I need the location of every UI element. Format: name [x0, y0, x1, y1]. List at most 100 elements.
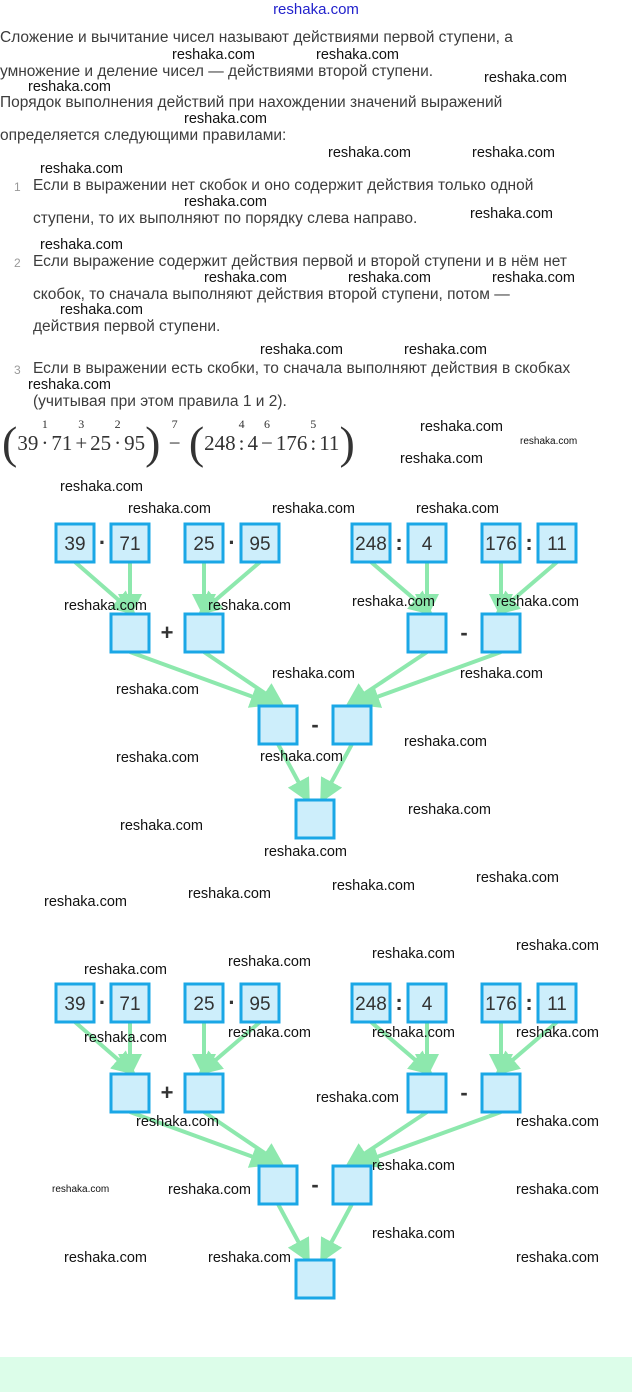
watermark: reshaka.com: [272, 666, 356, 682]
operator-sign: -: [460, 620, 467, 645]
box-value: 39: [64, 994, 85, 1015]
box-value: 25: [193, 994, 214, 1015]
number-box: [350, 522, 392, 564]
paren: ): [145, 417, 161, 468]
operator-sign: +: [161, 620, 174, 645]
arrow: [202, 650, 285, 707]
operand: 25: [90, 431, 112, 455]
watermark: reshaka.com: [420, 419, 504, 435]
box-value: 25: [193, 534, 214, 555]
rule-number: 3: [14, 363, 21, 377]
watermark: reshaka.com: [316, 1090, 400, 1106]
watermark: reshaka.com: [128, 501, 212, 517]
operator-sign: +: [161, 1080, 174, 1105]
rule-line: скобок, то сначала выполняют действия вт…: [33, 286, 510, 303]
number-box: [406, 982, 448, 1024]
operand: 11: [319, 431, 340, 455]
number-box: [536, 982, 578, 1024]
watermark: reshaka.com: [116, 750, 200, 766]
arrow: [494, 1020, 559, 1076]
arrow: [202, 1110, 285, 1167]
watermark: reshaka.com: [272, 501, 356, 517]
watermark: reshaka.com: [516, 1182, 600, 1198]
watermark: reshaka.com: [40, 237, 124, 253]
intro-line: умножение и деление чисел — действиями в…: [0, 63, 434, 80]
watermark: reshaka.com: [172, 47, 256, 63]
watermark: reshaka.com: [264, 844, 348, 860]
rule-line: Если в выражении есть скобки, то сначала…: [33, 360, 571, 377]
watermark: reshaka.com: [204, 270, 288, 286]
watermark: reshaka.com: [136, 1114, 220, 1130]
watermark: reshaka.com: [208, 598, 292, 614]
box-value: 71: [119, 994, 140, 1015]
operator: ·2: [114, 417, 122, 455]
number-box: [331, 704, 373, 746]
arrow: [129, 1110, 275, 1168]
number-box: [406, 612, 448, 654]
arrow: [355, 650, 502, 708]
paren: (: [2, 417, 18, 468]
arrow: [129, 650, 275, 708]
intro-line: Сложение и вычитание чисел называют дейс…: [0, 29, 513, 46]
order-number: 5: [310, 417, 317, 431]
number-box: [406, 522, 448, 564]
watermark: reshaka.com: [84, 1030, 168, 1046]
watermark: reshaka.com: [516, 1025, 600, 1041]
watermark: reshaka.com: [316, 47, 400, 63]
box-value: 95: [249, 534, 270, 555]
operator-sign: :: [395, 530, 402, 555]
number-box: [294, 1258, 336, 1300]
operand: 176: [275, 431, 308, 455]
watermark: reshaka.com: [372, 1226, 456, 1242]
arrow: [197, 560, 262, 616]
watermark: reshaka.com: [168, 1182, 252, 1198]
number-box: [183, 1072, 225, 1114]
operator-sign: ·: [228, 530, 235, 555]
rule-number: 1: [14, 180, 21, 194]
operator: +3: [75, 417, 88, 455]
watermark: reshaka.com: [52, 1184, 110, 1195]
arrow: [494, 560, 559, 616]
number-box: [54, 982, 96, 1024]
operator: :4: [238, 417, 245, 455]
arrow: [320, 743, 354, 804]
box-value: 95: [249, 994, 270, 1015]
operator-sign: -: [460, 1080, 467, 1105]
box-value: 4: [422, 994, 433, 1015]
watermark: reshaka.com: [520, 436, 578, 447]
number-box: [536, 522, 578, 564]
operator-sign: :: [525, 530, 532, 555]
number-box: [294, 798, 336, 840]
box-value: 176: [485, 994, 517, 1015]
operator: :5: [310, 417, 317, 455]
number-box: [109, 982, 151, 1024]
rule-line: ступени, то их выполняют по порядку слев…: [33, 210, 418, 227]
number-box: [331, 1164, 373, 1206]
operator-sign: :: [525, 990, 532, 1015]
rule-line: (учитывая при этом правила 1 и 2).: [33, 393, 287, 410]
rule-line: действия первой ступени.: [33, 318, 221, 335]
watermark: reshaka.com: [28, 377, 112, 393]
number-box: [480, 612, 522, 654]
operator: ·1: [41, 417, 49, 455]
order-number: 7: [171, 417, 178, 431]
watermark: reshaka.com: [228, 1025, 312, 1041]
order-number: 3: [78, 417, 85, 431]
operator-sign: -: [311, 1172, 318, 1197]
arrow: [276, 743, 310, 804]
watermark: reshaka.com: [372, 1158, 456, 1174]
order-number: 1: [41, 417, 48, 431]
number-box: [239, 522, 281, 564]
watermark: reshaka.com: [476, 870, 560, 886]
footer-bar: [0, 1357, 632, 1392]
site-link[interactable]: reshaka.com: [273, 1, 359, 18]
order-number: 2: [114, 417, 121, 431]
operand: 39: [17, 431, 39, 455]
watermark: reshaka.com: [372, 946, 456, 962]
watermark: reshaka.com: [260, 342, 344, 358]
watermark: reshaka.com: [120, 818, 204, 834]
operator-sign: -: [311, 712, 318, 737]
